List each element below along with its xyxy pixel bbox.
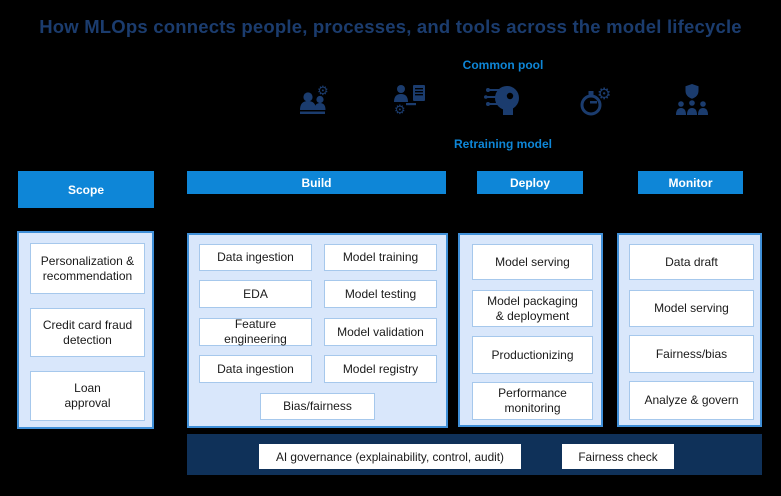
scope-panel: Personalization & recommendation Credit … [17,231,154,429]
build-item-label: Model training [342,250,419,264]
scope-item-label: Loan approval [64,381,111,410]
build-item: Model registry [324,355,437,383]
deploy-item: Model serving [472,244,593,280]
scope-item-label: Personalization & recommendation [40,253,135,283]
build-item-label: Feature engineering [224,317,287,346]
monitor-item-label: Model serving [654,301,729,315]
build-item: Data ingestion [199,244,312,271]
common-pool-label: Common pool [462,58,544,72]
scope-item: Credit card fraud detection [30,308,145,357]
scope-item-label: Credit card fraud detection [42,317,133,347]
svg-text:⚙: ⚙ [317,84,329,99]
deploy-panel: Model serving Model packaging & deployme… [458,233,603,427]
build-item-label: Data ingestion [217,361,294,376]
build-item-label: Model validation [337,324,424,339]
ai-governance-item: AI governance (explainability, control, … [259,444,521,469]
deploy-item: Performance monitoring [472,382,593,420]
build-item-label: Bias/fairness [283,399,352,413]
ai-head-circuit-icon [484,86,519,115]
stage-header-build: Build [187,171,446,194]
deploy-item-label: Model serving [495,254,570,269]
deploy-item: Model packaging & deployment [472,290,593,327]
people-collaboration-gear-icon: ⚙ [300,84,329,114]
retraining-model-label: Retraining model [453,137,552,151]
monitor-panel: Data draft Model serving Fairness/bias A… [617,233,762,427]
deploy-item: Productionizing [472,336,593,374]
build-item-label: Model testing [344,286,417,301]
diagram-title: How MLOps connects people, processes, an… [39,16,742,37]
build-item: Model testing [324,280,437,308]
monitor-item: Model serving [629,290,754,327]
common-pool-icons: ⚙ ⚙ [296,80,712,120]
deploy-item-label: Model packaging & deployment [487,293,578,323]
monitor-item-label: Fairness/bias [655,346,728,361]
stage-header-monitor: Monitor [638,171,743,194]
svg-text:⚙: ⚙ [597,84,611,103]
build-item-label: EDA [243,286,268,301]
svg-text:⚙: ⚙ [394,103,406,118]
build-panel: Data ingestion EDA Feature engineering D… [187,233,448,428]
build-item: Data ingestion [199,355,312,383]
build-item-label: Data ingestion [217,250,294,264]
monitor-item: Data draft [629,244,754,280]
scope-item: Personalization & recommendation [30,243,145,294]
scope-item: Loan approval [30,371,145,421]
monitor-item: Analyze & govern [629,381,754,420]
deploy-item-label: Productionizing [491,347,574,362]
stage-header-scope: Scope [18,171,154,208]
build-item: Model validation [324,318,437,346]
fairness-check-label: Fairness check [578,449,658,464]
build-item: Bias/fairness [260,393,375,420]
person-documents-gear-icon: ⚙ [394,85,425,118]
people-shield-governance-icon [676,84,708,115]
governance-bar: AI governance (explainability, control, … [187,434,762,475]
monitor-item: Fairness/bias [629,335,754,373]
stopwatch-gear-icon: ⚙ [580,84,611,116]
monitor-item-label: Analyze & govern [644,393,739,407]
deploy-item-label: Performance monitoring [498,386,567,415]
stage-header-deploy: Deploy [477,171,583,194]
build-item-label: Model registry [342,361,419,376]
monitor-item-label: Data draft [665,254,718,269]
ai-governance-label: AI governance (explainability, control, … [276,449,504,464]
build-item: Model training [324,244,437,271]
build-item: EDA [199,280,312,308]
fairness-check-item: Fairness check [562,444,674,469]
build-item: Feature engineering [199,317,312,346]
